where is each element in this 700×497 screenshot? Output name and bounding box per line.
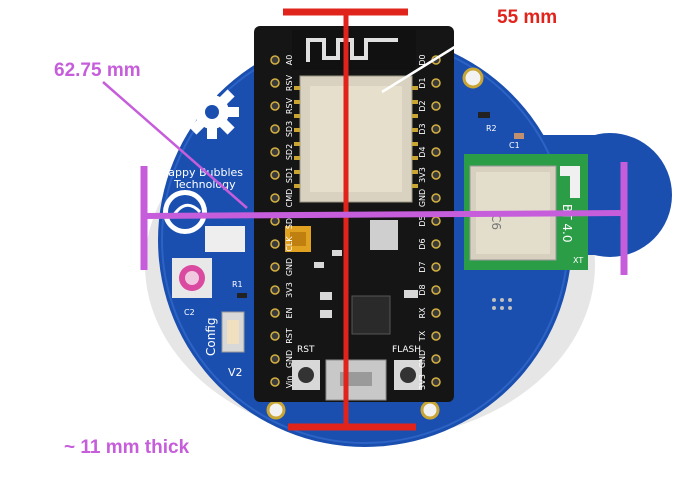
r2-label: R2 bbox=[486, 124, 497, 133]
right-pin-label-4: D4 bbox=[418, 146, 427, 157]
gear-icon bbox=[185, 85, 239, 139]
rst-label: RST bbox=[297, 345, 315, 355]
left-pin-label-2: RSV bbox=[285, 97, 294, 114]
height-annotation-label: 55 mm bbox=[497, 7, 558, 28]
right-pin-label-9: D7 bbox=[418, 261, 427, 272]
right-pin-label-5: 3V3 bbox=[418, 167, 427, 183]
bubble-logo-icon bbox=[163, 190, 207, 234]
left-pin-label-12: RST bbox=[285, 328, 294, 344]
left-pin-label-11: EN bbox=[285, 307, 294, 318]
left-pin-label-3: SD3 bbox=[285, 121, 294, 137]
right-pin-label-12: TX bbox=[418, 330, 427, 342]
white-pad bbox=[205, 226, 245, 252]
header-pins-left bbox=[270, 55, 280, 387]
left-pin-label-14: Vin bbox=[285, 376, 294, 389]
left-pin-label-0: A0 bbox=[285, 55, 294, 66]
config-button bbox=[221, 311, 245, 353]
brand-line-2: Technology bbox=[173, 178, 236, 191]
left-pin-label-5: SD1 bbox=[285, 167, 294, 183]
left-pin-label-13: GND bbox=[285, 350, 294, 368]
width-dimension-line bbox=[140, 162, 628, 275]
right-pin-label-6: GND bbox=[418, 189, 427, 207]
left-pin-label-10: 3V3 bbox=[285, 282, 294, 298]
right-pin-label-0: D0 bbox=[418, 54, 427, 65]
c1-label: C1 bbox=[509, 141, 520, 150]
brand-line-1: Happy Bubbles bbox=[160, 166, 243, 179]
thickness-annotation-label: ~ 11 mm thick bbox=[64, 437, 190, 458]
left-pin-label-4: SD2 bbox=[285, 144, 294, 160]
right-pin-label-7: D5 bbox=[418, 215, 427, 226]
right-pin-label-2: D2 bbox=[418, 100, 427, 111]
resistor-r2 bbox=[478, 112, 490, 118]
module-text-bt: BT 4.0 bbox=[560, 204, 574, 242]
flash-label: FLASH bbox=[392, 345, 421, 355]
module-text-c6: C6 bbox=[489, 214, 503, 230]
width-annotation-label: 62.75 mm bbox=[54, 60, 141, 81]
right-pin-label-3: D3 bbox=[418, 123, 427, 134]
left-pin-label-1: RSV bbox=[285, 74, 294, 91]
left-pin-label-7: SD0 bbox=[285, 213, 294, 229]
left-pin-label-8: CLK bbox=[285, 236, 294, 252]
left-pin-label-9: GND bbox=[285, 258, 294, 276]
header-pins-right bbox=[431, 55, 441, 387]
module-text-xt: XT bbox=[573, 256, 583, 265]
vias bbox=[492, 298, 512, 310]
version-label: V2 bbox=[228, 366, 243, 379]
height-dimension-line bbox=[283, 8, 416, 431]
width-leader-line bbox=[102, 81, 248, 209]
right-pin-label-8: D6 bbox=[418, 238, 427, 249]
right-pin-label-13: GND bbox=[418, 350, 427, 368]
r1-label: R1 bbox=[232, 280, 243, 289]
config-label: Config bbox=[204, 317, 218, 356]
right-pin-label-1: D1 bbox=[418, 77, 427, 88]
resistor-r1 bbox=[237, 293, 247, 298]
right-pin-label-11: RX bbox=[418, 307, 427, 319]
height-leader-line bbox=[381, 20, 496, 94]
right-pin-label-10: D8 bbox=[418, 284, 427, 295]
left-pin-label-6: CMD bbox=[285, 189, 294, 208]
capacitor-c1 bbox=[514, 133, 524, 139]
c2-label: C2 bbox=[184, 308, 195, 317]
rgb-led bbox=[172, 258, 212, 298]
right-pin-label-14: 3V3 bbox=[418, 374, 427, 390]
